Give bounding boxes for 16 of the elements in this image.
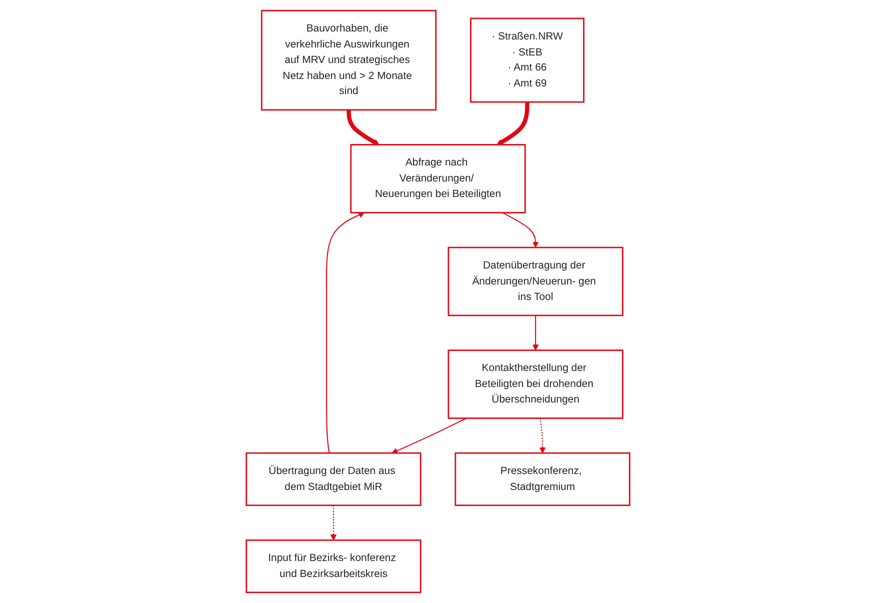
arrow — [346, 110, 380, 146]
arrow — [392, 418, 467, 454]
arrow — [330, 505, 337, 540]
node-box: Kontaktherstellung der Beteiligten bei drohenden Überschneidungen — [448, 350, 624, 419]
node-box: Input für Bezirks- konferenz und Bezirksarbeitskreis — [246, 539, 422, 594]
node-box: Pressekonferenz, Stadtgremium — [454, 452, 630, 506]
arrow — [326, 212, 365, 454]
arrow — [502, 212, 539, 248]
node-box: Abfrage nach Veränderungen/ Neuerungen bei Beteiligten — [350, 144, 526, 214]
arrow — [532, 315, 539, 351]
node-box: Übertragung der Daten aus dem Stadtgebiet MiR — [246, 452, 422, 506]
node-box: Datenübertragung der Änderungen/Neuerun- gen ins Tool — [448, 246, 624, 316]
arrow — [539, 418, 546, 454]
arrow — [496, 102, 530, 146]
node-box: Bauvorhaben, die verkehrliche Auswirkungen auf MRV und strategisches Netz haben und > 2 Monate sind — [260, 10, 437, 111]
node-box: · Straßen.NRW · StEB · Amt 66 · Amt 69 — [470, 18, 584, 103]
